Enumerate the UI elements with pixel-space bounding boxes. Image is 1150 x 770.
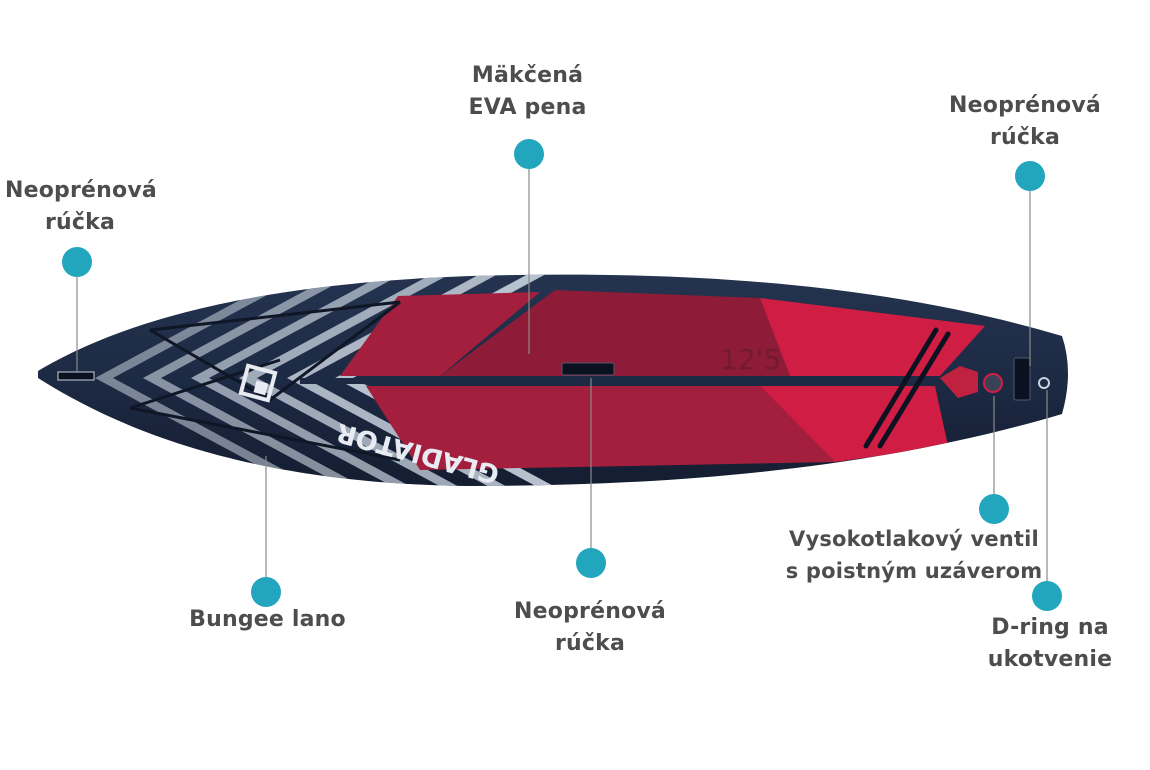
- label-neoprene-handle-tail: Neoprénová rúčka: [945, 90, 1105, 154]
- label-neoprene-handle-center: Neoprénová rúčka: [505, 596, 675, 660]
- marker-valve: [979, 494, 1009, 524]
- label-line: Neoprénová: [5, 178, 157, 203]
- size-marking: 12'5: [720, 343, 781, 376]
- label-line: Mäkčená: [471, 63, 584, 88]
- d-ring: [1038, 377, 1050, 389]
- marker-dring: [1032, 581, 1062, 611]
- marker-top-left: [62, 247, 92, 277]
- deck-pad-lower-left: [366, 386, 835, 470]
- marker-bungee: [251, 577, 281, 607]
- leader-lines: [76, 154, 1048, 596]
- label-d-ring: D-ring na ukotvenie: [975, 612, 1125, 676]
- label-line: D-ring na: [991, 615, 1109, 640]
- label-line: EVA pena: [468, 95, 587, 120]
- marker-top-right: [1015, 161, 1045, 191]
- label-line: ukotvenie: [987, 647, 1113, 672]
- label-line: rúčka: [989, 125, 1061, 150]
- label-line: Neoprénová: [514, 599, 666, 624]
- paddle-board: 12'5 GLADIATOR: [38, 274, 1068, 489]
- label-eva-foam: Mäkčená EVA pena: [440, 60, 615, 124]
- deck-pad-upper-mid: [440, 290, 790, 376]
- tail-handle: [1013, 357, 1031, 401]
- marker-bottom-mid: [576, 548, 606, 578]
- label-line: Neoprénová: [949, 93, 1101, 118]
- label-high-pressure-valve: Vysokotlakový ventil s poistným uzáverom: [780, 523, 1048, 587]
- valve: [983, 373, 1003, 393]
- deck-pad-upper-right: [760, 298, 985, 376]
- deck-pad-lower-right: [760, 386, 948, 462]
- label-line: rúčka: [554, 631, 626, 656]
- nose-handle: [57, 371, 95, 381]
- rear-bungee-rods: [863, 327, 951, 449]
- tail-pad: [940, 366, 978, 398]
- label-line: rúčka: [44, 210, 116, 235]
- markers: [62, 139, 1062, 611]
- board-graphics: 12'5: [95, 274, 985, 486]
- label-line: Bungee lano: [189, 607, 346, 632]
- deck-pad-upper-left: [340, 292, 540, 376]
- label-bungee-cord: Bungee lano: [180, 604, 355, 636]
- g-emblem: [238, 363, 278, 403]
- label-line: s poistným uzáverom: [785, 559, 1043, 583]
- marker-eva: [514, 139, 544, 169]
- label-neoprene-handle-nose: Neoprénová rúčka: [5, 175, 157, 239]
- label-line: Vysokotlakový ventil: [789, 527, 1039, 551]
- center-handle: [561, 362, 615, 376]
